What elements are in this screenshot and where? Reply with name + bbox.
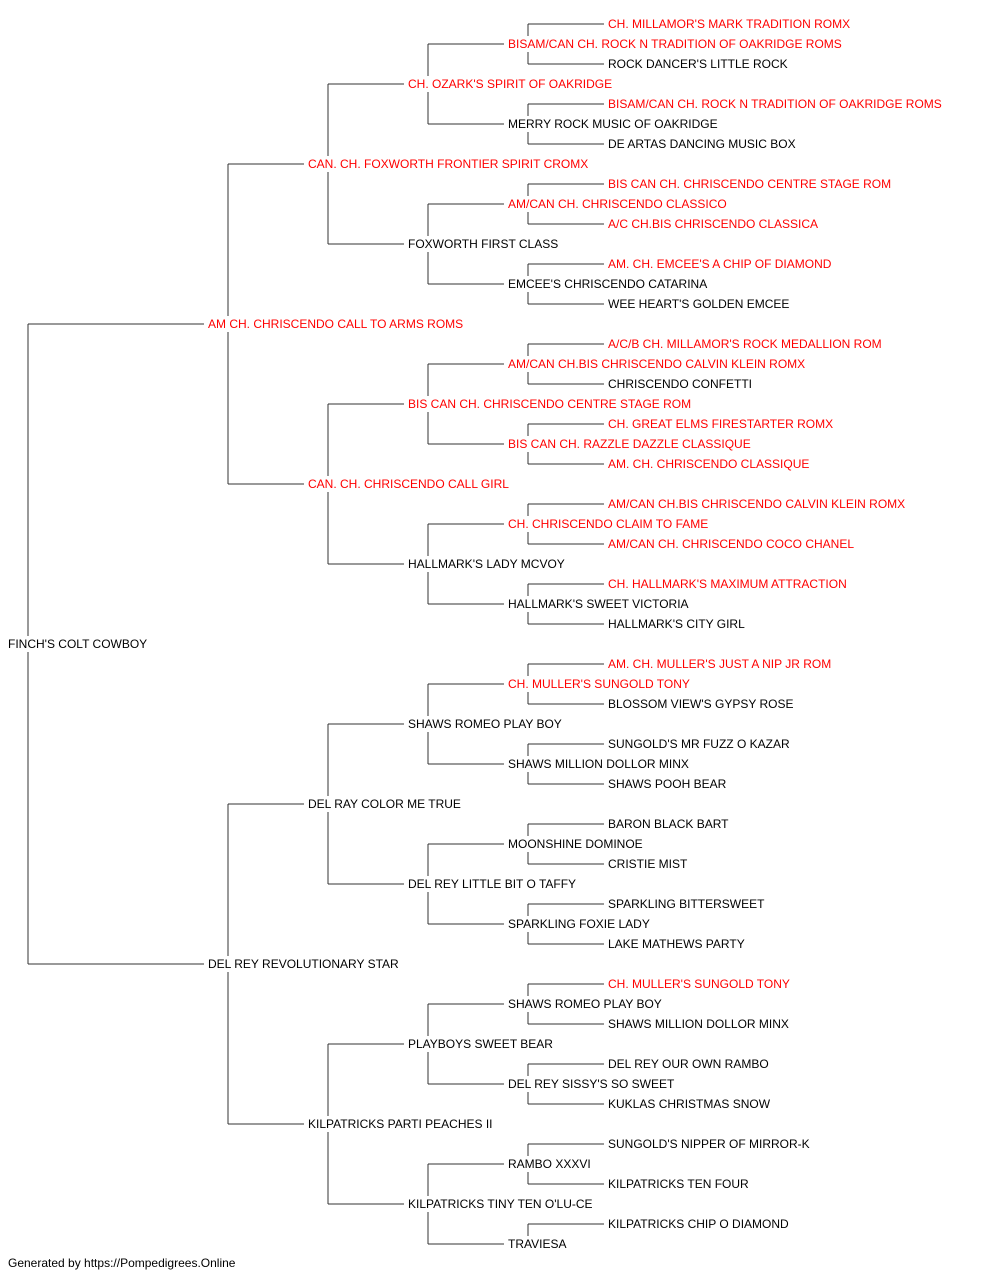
pedigree-name: CH. MULLER'S SUNGOLD TONY [508,677,690,691]
pedigree-name: EMCEE'S CHRISCENDO CATARINA [508,277,707,291]
pedigree-name: BISAM/CAN CH. ROCK N TRADITION OF OAKRID… [508,37,842,51]
pedigree-name: AM/CAN CH. CHRISCENDO COCO CHANEL [608,537,854,551]
pedigree-name: TRAVIESA [508,1237,566,1250]
pedigree-name: DEL REY SISSY'S SO SWEET [508,1077,675,1091]
pedigree-name: HALLMARK'S CITY GIRL [608,617,745,631]
pedigree-name: FINCH'S COLT COWBOY [8,637,147,651]
pedigree-name: SUNGOLD'S MR FUZZ O KAZAR [608,737,790,751]
pedigree-name: HALLMARK'S LADY MCVOY [408,557,565,571]
pedigree-name: KUKLAS CHRISTMAS SNOW [608,1097,771,1111]
pedigree-name: FOXWORTH FIRST CLASS [408,237,558,251]
pedigree-name: DEL REY REVOLUTIONARY STAR [208,957,399,971]
pedigree-name: AM. CH. MULLER'S JUST A NIP JR ROM [608,657,831,671]
pedigree-name: SPARKLING BITTERSWEET [608,897,765,911]
pedigree-name: CAN. CH. CHRISCENDO CALL GIRL [308,477,509,491]
pedigree-name: AM. CH. CHRISCENDO CLASSIQUE [608,457,809,471]
pedigree-name: SHAWS ROMEO PLAY BOY [508,997,662,1011]
pedigree-name: BISAM/CAN CH. ROCK N TRADITION OF OAKRID… [608,97,942,111]
generated-by-footer: Generated by https://Pompedigrees.Online [8,1256,236,1270]
pedigree-name: A/C CH.BIS CHRISCENDO CLASSICA [608,217,818,231]
pedigree-name: DEL REY LITTLE BIT O TAFFY [408,877,576,891]
pedigree-name: AM/CAN CH. CHRISCENDO CLASSICO [508,197,727,211]
pedigree-name: CH. CHRISCENDO CLAIM TO FAME [508,517,708,531]
pedigree-name: BLOSSOM VIEW'S GYPSY ROSE [608,697,793,711]
pedigree-name: MOONSHINE DOMINOE [508,837,643,851]
pedigree-name: CH. GREAT ELMS FIRESTARTER ROMX [608,417,833,431]
pedigree-name: SHAWS MILLION DOLLOR MINX [608,1017,789,1031]
pedigree-name: CH. HALLMARK'S MAXIMUM ATTRACTION [608,577,847,591]
pedigree-name: CRISTIE MIST [608,857,688,871]
pedigree-name: PLAYBOYS SWEET BEAR [408,1037,553,1051]
pedigree-name: AM. CH. EMCEE'S A CHIP OF DIAMOND [608,257,832,271]
pedigree-name: AM/CAN CH.BIS CHRISCENDO CALVIN KLEIN RO… [508,357,805,371]
pedigree-name: CH. MULLER'S SUNGOLD TONY [608,977,790,991]
pedigree-name: SHAWS MILLION DOLLOR MINX [508,757,689,771]
pedigree-name: ROCK DANCER'S LITTLE ROCK [608,57,788,71]
pedigree-name: CHRISCENDO CONFETTI [608,377,752,391]
pedigree-name: KILPATRICKS PARTI PEACHES II [308,1117,493,1131]
pedigree-name: AM/CAN CH.BIS CHRISCENDO CALVIN KLEIN RO… [608,497,905,511]
pedigree-name: BIS CAN CH. CHRISCENDO CENTRE STAGE ROM [608,177,891,191]
pedigree-name: SPARKLING FOXIE LADY [508,917,650,931]
pedigree-name: LAKE MATHEWS PARTY [608,937,745,951]
pedigree-tree: FINCH'S COLT COWBOY AM CH. CHRISCENDO CAL… [8,17,942,1250]
pedigree-name: DE ARTAS DANCING MUSIC BOX [608,137,796,151]
pedigree-name: DEL RAY COLOR ME TRUE [308,797,461,811]
pedigree-name: RAMBO XXXVI [508,1157,591,1171]
pedigree-name: A/C/B CH. MILLAMOR'S ROCK MEDALLION ROM [608,337,882,351]
pedigree-name: CH. OZARK'S SPIRIT OF OAKRIDGE [408,77,612,91]
pedigree-name: SHAWS POOH BEAR [608,777,727,791]
pedigree-name: BIS CAN CH. CHRISCENDO CENTRE STAGE ROM [408,397,691,411]
pedigree-name: SHAWS ROMEO PLAY BOY [408,717,562,731]
pedigree-name: MERRY ROCK MUSIC OF OAKRIDGE [508,117,718,131]
pedigree-name: KILPATRICKS TINY TEN O'LU-CE [408,1197,593,1211]
pedigree-name: KILPATRICKS CHIP O DIAMOND [608,1217,789,1231]
pedigree-name: BARON BLACK BART [608,817,729,831]
pedigree-name: AM CH. CHRISCENDO CALL TO ARMS ROMS [208,317,463,331]
pedigree-name: CH. MILLAMOR'S MARK TRADITION ROMX [608,17,850,31]
pedigree-name: SUNGOLD'S NIPPER OF MIRROR-K [608,1137,810,1151]
pedigree-name: HALLMARK'S SWEET VICTORIA [508,597,689,611]
pedigree-name: BIS CAN CH. RAZZLE DAZZLE CLASSIQUE [508,437,751,451]
pedigree-name: KILPATRICKS TEN FOUR [608,1177,749,1191]
pedigree-name: WEE HEART'S GOLDEN EMCEE [608,297,789,311]
pedigree-name: CAN. CH. FOXWORTH FRONTIER SPIRIT CROMX [308,157,588,171]
pedigree-name: DEL REY OUR OWN RAMBO [608,1057,769,1071]
